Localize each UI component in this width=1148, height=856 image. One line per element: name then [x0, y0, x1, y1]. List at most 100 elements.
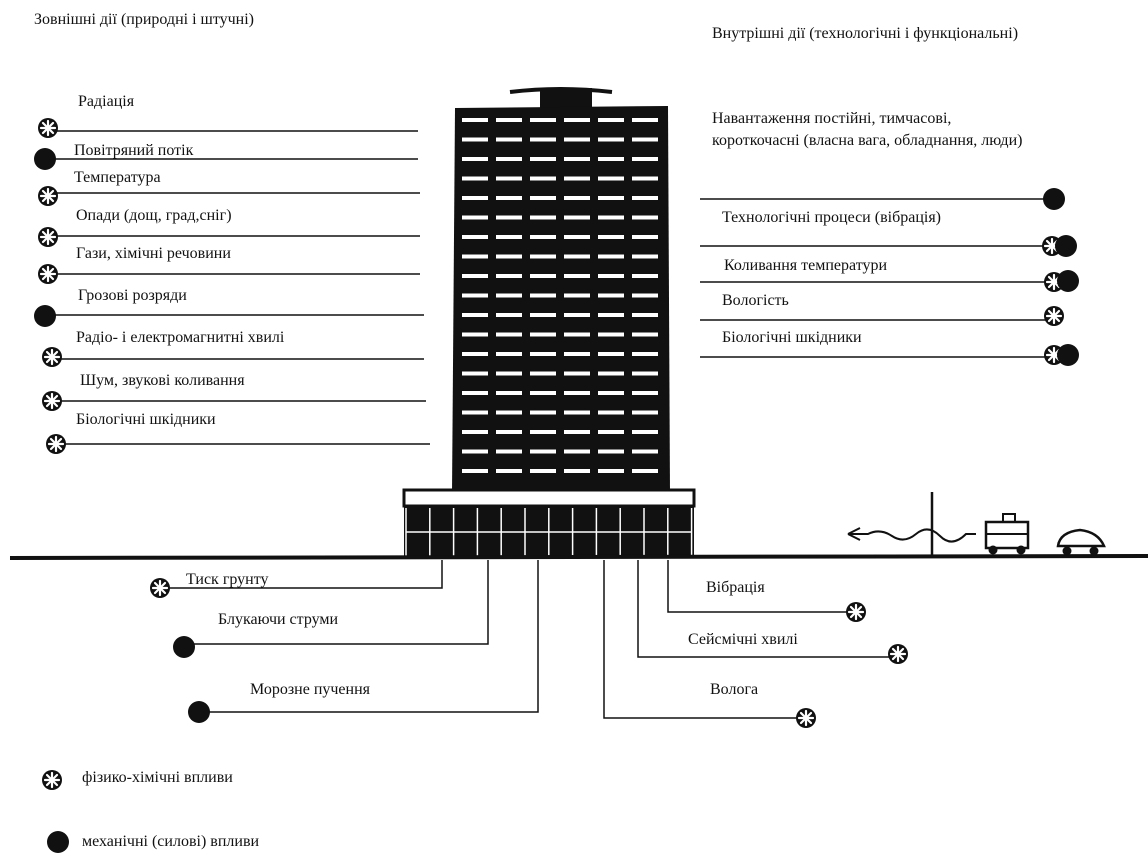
window-strip	[564, 449, 590, 454]
window-strip	[632, 196, 658, 200]
internal-effect-label: Навантаження постійні, тимчасові, коротк…	[712, 110, 1023, 149]
window-strip	[564, 215, 590, 220]
window-strip	[462, 235, 488, 239]
window-strip	[598, 176, 624, 181]
window-strip	[632, 176, 658, 181]
window-strip	[530, 332, 556, 337]
window-strip	[496, 430, 522, 434]
external-effect-label: Радіація	[78, 93, 135, 110]
external-effect-label: Повітряний потік	[74, 142, 194, 159]
window-strip	[598, 137, 624, 142]
legend-symbols	[40, 768, 69, 853]
window-strip	[598, 313, 624, 317]
window-strip	[564, 157, 590, 161]
window-strip	[530, 352, 556, 356]
window-strip	[530, 274, 556, 278]
external-effect-label: Температура	[74, 169, 161, 186]
external-leader-lines	[46, 130, 430, 445]
window-strip	[632, 293, 658, 298]
window-strip	[496, 410, 522, 415]
window-strip	[496, 352, 522, 356]
window-strip	[632, 274, 658, 278]
external-symbols	[34, 116, 68, 456]
window-strip	[632, 313, 658, 317]
mechanical-icon	[34, 305, 56, 327]
ground-effect-label: Морозне пучення	[250, 681, 371, 698]
physico-chemical-icon	[36, 116, 60, 140]
window-strip	[462, 469, 488, 473]
mechanical-icon	[1055, 235, 1077, 257]
window-strip	[530, 254, 556, 259]
window-strip	[496, 371, 522, 376]
window-strip	[496, 332, 522, 337]
internal-symbols	[1040, 188, 1079, 367]
building-podium	[402, 488, 696, 558]
external-effect-label: Радіо- і електромагнитні хвилі	[76, 329, 285, 346]
internal-effect-label: Технологічні процеси (вібрація)	[722, 209, 942, 226]
physico-chemical-icon	[36, 262, 60, 286]
window-strip	[496, 157, 522, 161]
window-strip	[632, 469, 658, 473]
window-strip	[598, 449, 624, 454]
window-strip	[598, 274, 624, 278]
window-strip	[564, 293, 590, 298]
ground-effect-label: Блукаючи струми	[218, 611, 339, 628]
window-strip	[632, 215, 658, 220]
window-strip	[462, 215, 488, 220]
building-tower	[452, 87, 670, 494]
ground-effect-label: Тиск грунту	[186, 571, 269, 588]
window-strip	[598, 235, 624, 239]
window-strip	[564, 274, 590, 278]
window-strip	[564, 176, 590, 181]
window-strip	[462, 157, 488, 161]
window-strip	[530, 196, 556, 200]
window-strip	[462, 274, 488, 278]
window-strip	[462, 352, 488, 356]
window-strip	[462, 254, 488, 259]
window-strip	[564, 410, 590, 415]
mechanical-icon	[34, 148, 56, 170]
window-strip	[564, 118, 590, 122]
mechanical-icon	[173, 636, 195, 658]
window-strip	[564, 332, 590, 337]
window-strip	[462, 137, 488, 142]
window-strip	[530, 313, 556, 317]
window-strip	[598, 157, 624, 161]
internal-effects-header: Внутрішні дії (технологічні і функціонал…	[712, 25, 1019, 42]
physico-chemical-icon	[36, 225, 60, 249]
window-strip	[496, 235, 522, 239]
physico-chemical-icon	[148, 576, 172, 600]
mechanical-icon	[1057, 270, 1079, 292]
legend-mechanical-label: механічні (силові) впливи	[82, 833, 260, 850]
window-strip	[530, 118, 556, 122]
mechanical-icon	[188, 701, 210, 723]
window-strip	[462, 313, 488, 317]
window-strip	[496, 469, 522, 473]
physico-chemical-icon	[40, 768, 64, 792]
window-strip	[564, 371, 590, 376]
window-strip	[564, 254, 590, 259]
physico-chemical-icon	[44, 432, 68, 456]
window-strip	[496, 391, 522, 395]
window-strip	[564, 391, 590, 395]
mechanical-icon	[1057, 344, 1079, 366]
external-effect-label: Біологічні шкідники	[76, 411, 216, 428]
window-strip	[564, 137, 590, 142]
window-strip	[632, 371, 658, 376]
external-effects-header: Зовнішні дії (природні і штучні)	[34, 11, 255, 28]
window-strip	[530, 391, 556, 395]
window-strip	[598, 118, 624, 122]
physico-chemical-icon	[794, 706, 818, 730]
ground-effect-label: Волога	[710, 681, 759, 698]
window-strip	[632, 235, 658, 239]
window-strip	[632, 118, 658, 122]
window-strip	[564, 196, 590, 200]
window-strip	[496, 254, 522, 259]
window-strip	[632, 449, 658, 454]
ground-effect-label: Сейсмічні хвилі	[688, 631, 798, 648]
window-strip	[496, 196, 522, 200]
window-strip	[564, 430, 590, 434]
window-strip	[598, 391, 624, 395]
window-strip	[496, 274, 522, 278]
physico-chemical-icon	[40, 345, 64, 369]
